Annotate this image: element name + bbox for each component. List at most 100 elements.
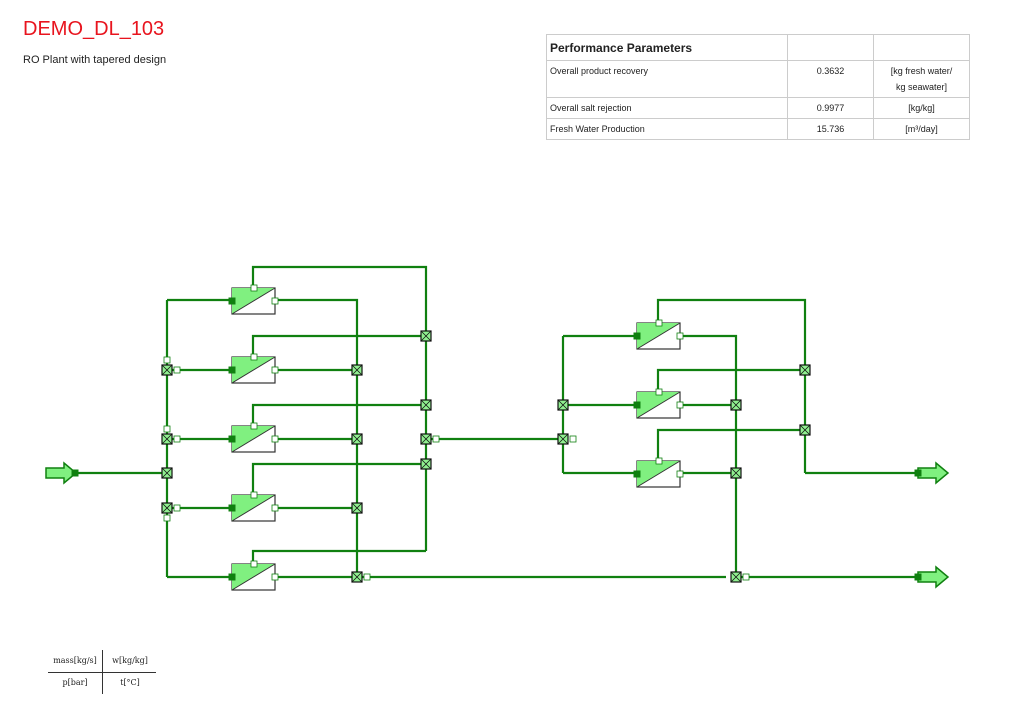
parameter-unit-line: kg seawater] [895, 82, 948, 92]
node-cross [420, 330, 432, 342]
mixer-splitter-node [161, 502, 173, 514]
mixer-splitter-node [351, 364, 363, 376]
membrane-module [231, 563, 276, 591]
connector-port [914, 573, 922, 581]
stream-port [163, 514, 171, 522]
parameter-label: Overall product recovery [546, 60, 788, 98]
stream-port [163, 425, 171, 433]
stream-port [676, 401, 684, 409]
membrane-module [231, 425, 276, 453]
stream-port [432, 435, 440, 443]
connector-port [228, 504, 236, 512]
stream-port [655, 388, 663, 396]
membrane-module [231, 494, 276, 522]
membrane-module [636, 460, 681, 488]
stream-arrow [917, 565, 950, 589]
pipe-line [251, 334, 426, 357]
mixer-splitter-node [799, 424, 811, 436]
stream-arrow [45, 461, 78, 485]
pipe-line [275, 298, 359, 577]
node-cross [351, 571, 363, 583]
stream-port [676, 470, 684, 478]
connector-port [228, 366, 236, 374]
mixer-splitter-node [161, 433, 173, 445]
unit-layer [45, 284, 950, 591]
connector-port [633, 470, 641, 478]
mixer-splitter-node [420, 433, 432, 445]
membrane-module [636, 391, 681, 419]
mixer-splitter-node [161, 467, 173, 479]
mixer-splitter-node [161, 364, 173, 376]
performance-row-rejection: Overall salt rejection 0.9977 [kg/kg] [546, 97, 970, 119]
membrane-diagonal [231, 356, 276, 384]
membrane-diagonal [231, 563, 276, 591]
pipe-line [251, 403, 426, 426]
membrane-diagonal [231, 425, 276, 453]
performance-table: Performance Parameters Overall product r… [546, 34, 970, 140]
node-cross [161, 467, 173, 479]
membrane-diagonal [231, 287, 276, 315]
mixer-splitter-node [730, 399, 742, 411]
performance-row-production: Fresh Water Production 15.736 [m³/day] [546, 118, 970, 140]
mixer-splitter-node [420, 458, 432, 470]
connector-port [228, 297, 236, 305]
node-cross [799, 424, 811, 436]
stream-port [655, 457, 663, 465]
parameter-unit: [m³/day] [873, 118, 970, 140]
stream-port [173, 366, 181, 374]
connector-port [633, 332, 641, 340]
node-cross [730, 571, 742, 583]
stream-port [676, 332, 684, 340]
node-cross [557, 399, 569, 411]
membrane-module [636, 322, 681, 350]
stream-port [173, 435, 181, 443]
pipe-line [251, 549, 426, 564]
mixer-splitter-node [420, 330, 432, 342]
stream-legend: mass[kg/s] w[kg/kg] p[bar] t[°C] [48, 650, 156, 696]
stream-port [271, 435, 279, 443]
legend-concentration: w[kg/kg] [112, 656, 148, 665]
node-cross [799, 364, 811, 376]
node-cross [351, 364, 363, 376]
legend-pressure: p[bar] [62, 678, 88, 687]
mixer-splitter-node [799, 364, 811, 376]
stream-port [250, 284, 258, 292]
stream-port [271, 504, 279, 512]
connector-port [914, 469, 922, 477]
node-cross [557, 433, 569, 445]
stream-port [655, 319, 663, 327]
node-cross [420, 458, 432, 470]
node-cross [730, 467, 742, 479]
stream-port [271, 297, 279, 305]
mixer-splitter-node [351, 433, 363, 445]
stream-port [271, 366, 279, 374]
membrane-module [231, 356, 276, 384]
stream-port [250, 560, 258, 568]
node-cross [730, 399, 742, 411]
parameter-value: 0.3632 [787, 60, 874, 98]
mixer-splitter-node [557, 433, 569, 445]
legend-temperature: t[°C] [120, 678, 140, 687]
node-cross [161, 502, 173, 514]
parameter-value: 15.736 [787, 118, 874, 140]
node-cross [161, 433, 173, 445]
stream-port [250, 422, 258, 430]
mixer-splitter-node [557, 399, 569, 411]
mixer-splitter-node [730, 467, 742, 479]
pipe-line [656, 428, 805, 461]
membrane-module [231, 287, 276, 315]
mixer-splitter-node [351, 502, 363, 514]
connector-port [228, 435, 236, 443]
connector-port [228, 573, 236, 581]
membrane-diagonal [636, 460, 681, 488]
stream-port [173, 504, 181, 512]
stream-port [163, 356, 171, 364]
mixer-splitter-node [420, 399, 432, 411]
performance-header: Performance Parameters [546, 34, 788, 61]
pipe-line [656, 298, 807, 473]
connector-port [71, 469, 79, 477]
legend-divider [48, 672, 156, 673]
mixer-splitter-node [730, 571, 742, 583]
stream-port [569, 435, 577, 443]
